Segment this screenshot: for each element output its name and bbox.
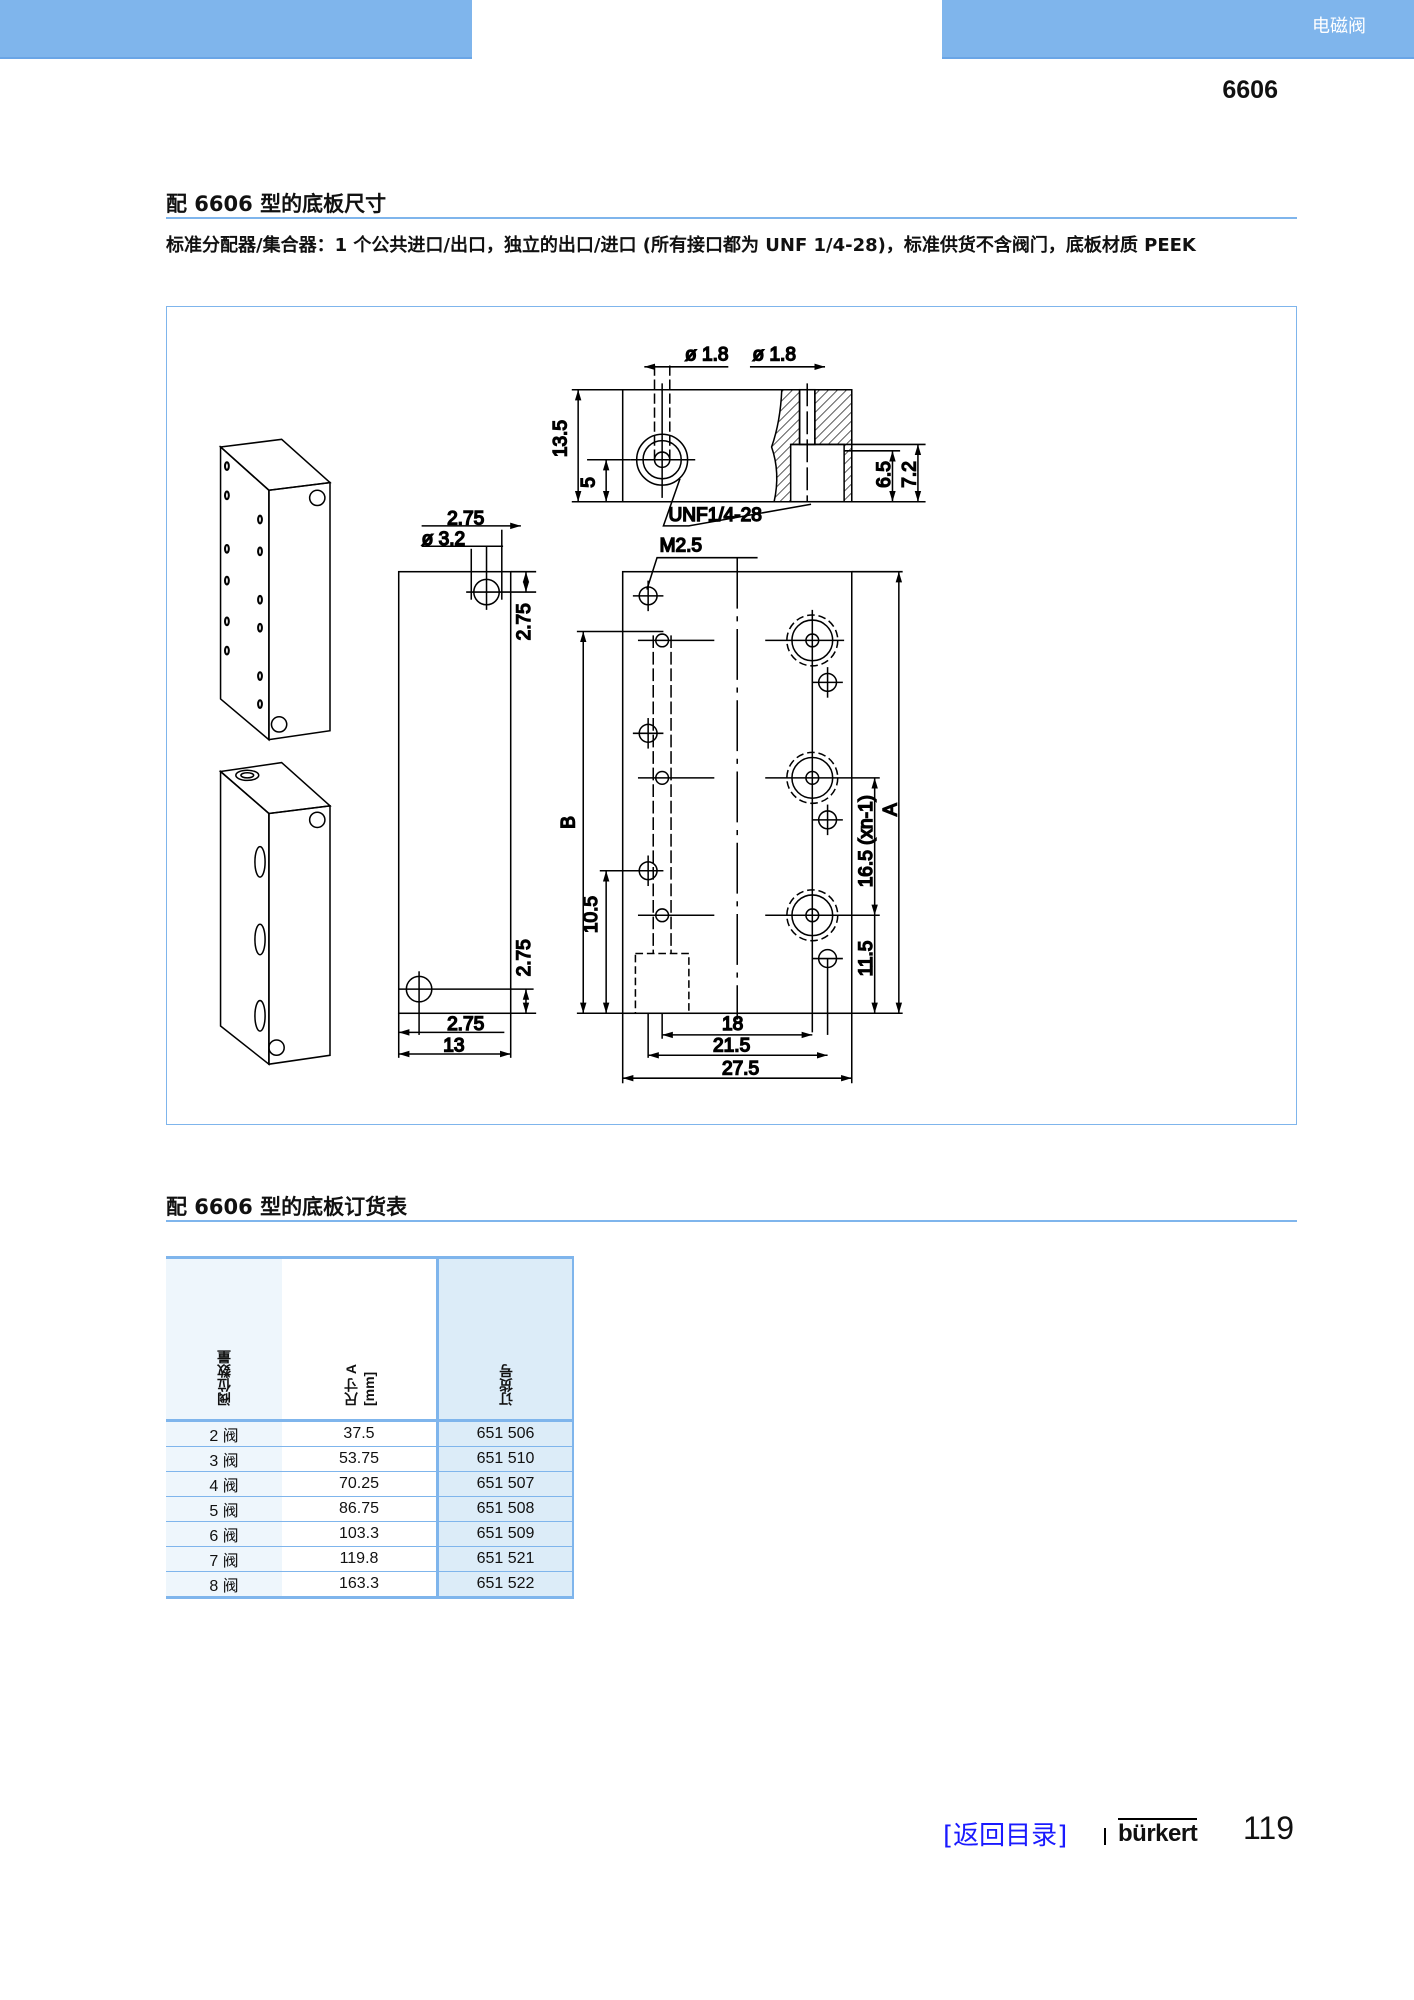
dim-label: 11.5 <box>856 941 877 977</box>
cell-valve-count: 4 阀 <box>166 1471 282 1497</box>
header-bar-left <box>0 0 472 59</box>
cell-valve-count: 7 阀 <box>166 1546 282 1572</box>
cell-valve-count: 2 阀 <box>166 1420 282 1447</box>
cell-order-number: 651 506 <box>436 1420 574 1447</box>
column-header-dimension-a: 尺寸 A[mm] <box>282 1257 438 1422</box>
dim-label: 18 <box>722 1014 743 1035</box>
divider <box>166 1220 1297 1222</box>
dim-label: 6.5 <box>874 461 895 488</box>
cell-order-number: 651 522 <box>436 1571 574 1598</box>
plan-view <box>576 556 903 1084</box>
back-to-contents-link[interactable]: [返回目录] <box>943 1821 1068 1851</box>
cell-order-number: 651 521 <box>436 1546 574 1572</box>
divider <box>166 217 1297 219</box>
dim-label: UNF1/4-28 <box>669 505 762 526</box>
footer-separator <box>1104 1828 1106 1845</box>
cell-dimension-a: 86.75 <box>282 1496 438 1522</box>
dim-label: 2.75 <box>447 1014 484 1035</box>
cell-dimension-a: 103.3 <box>282 1521 438 1547</box>
cell-valve-count: 8 阀 <box>166 1571 282 1598</box>
dim-label: 7.2 <box>899 461 920 488</box>
cell-dimension-a: 163.3 <box>282 1571 438 1598</box>
cell-order-number: 651 508 <box>436 1496 574 1522</box>
category-label: 电磁阀 <box>1312 16 1366 37</box>
cell-valve-count: 3 阀 <box>166 1446 282 1472</box>
cell-dimension-a: 53.75 <box>282 1446 438 1472</box>
side-view <box>397 522 537 1058</box>
dim-label: 16.5 (xn-1) <box>856 795 877 887</box>
dim-label: 27.5 <box>722 1058 759 1079</box>
dim-label: A <box>880 803 901 816</box>
dim-label: 2.75 <box>514 939 535 976</box>
dim-label: 2.75 <box>514 603 535 640</box>
section-title-order-table: 配 6606 型的底板订货表 <box>166 1195 408 1219</box>
column-header-valve-count: 阀位数量 <box>166 1257 282 1422</box>
column-header-order-number: 订货号 <box>436 1257 574 1422</box>
iso-block-bottom-view <box>218 761 332 1066</box>
header-bar-right: 电磁阀 <box>942 0 1414 59</box>
burkert-logo: bürkert <box>1118 1818 1198 1847</box>
dim-label: B <box>558 816 579 829</box>
page-number: 119 <box>1243 1810 1295 1846</box>
cell-dimension-a: 37.5 <box>282 1420 438 1447</box>
dim-label: ø 1.8 <box>685 344 728 365</box>
dim-label: M2.5 <box>660 535 702 556</box>
cell-order-number: 651 507 <box>436 1471 574 1497</box>
iso-block-top-view <box>218 438 332 742</box>
dim-label: 13 <box>443 1035 464 1056</box>
technical-drawing: 2.75 ø 3.2 2.75 2.75 2.75 13 ø 1.8 ø 1.8… <box>166 306 1297 1125</box>
dim-label: ø 1.8 <box>752 344 795 365</box>
dim-label: 21.5 <box>713 1035 750 1056</box>
section-description: 标准分配器/集合器：1 个公共进口/出口，独立的出口/进口 (所有接口都为 UN… <box>166 235 1196 256</box>
dim-label: 5 <box>579 477 600 488</box>
dim-label: 2.75 <box>447 509 484 530</box>
dim-label: 10.5 <box>581 896 602 933</box>
front-section-view <box>571 363 926 527</box>
dim-label: ø 3.2 <box>422 529 465 550</box>
model-number: 6606 <box>1222 76 1278 104</box>
cell-dimension-a: 119.8 <box>282 1546 438 1572</box>
cell-valve-count: 6 阀 <box>166 1521 282 1547</box>
dim-label: 13.5 <box>551 420 572 457</box>
cell-dimension-a: 70.25 <box>282 1471 438 1497</box>
cell-order-number: 651 510 <box>436 1446 574 1472</box>
cell-valve-count: 5 阀 <box>166 1496 282 1522</box>
cell-order-number: 651 509 <box>436 1521 574 1547</box>
section-title-dimensions: 配 6606 型的底板尺寸 <box>166 192 387 216</box>
